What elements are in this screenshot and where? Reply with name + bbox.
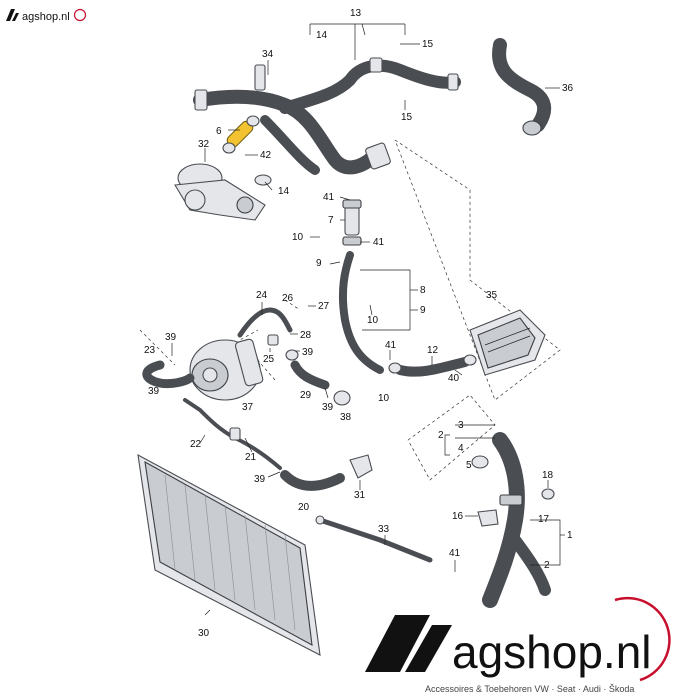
brand-mark-icon	[365, 615, 430, 672]
callout-7[interactable]: 7	[328, 215, 334, 226]
callout-15-top[interactable]: 15	[422, 39, 434, 50]
coolant-pipe-assembly[interactable]	[193, 57, 461, 175]
brand-logo-text: agshop.nl	[452, 626, 652, 678]
part-18[interactable]	[541, 488, 555, 500]
callout-17[interactable]: 17	[538, 514, 550, 525]
callout-38[interactable]: 38	[340, 412, 352, 423]
callout-24[interactable]: 24	[256, 290, 268, 301]
callout-9-a[interactable]: 9	[316, 258, 322, 269]
brand-tagline: Accessoires & Toebehoren VW · Seat · Aud…	[425, 684, 634, 694]
clip-16[interactable]	[477, 509, 499, 527]
oil-cooler-35[interactable]	[469, 309, 546, 376]
callout-41-d[interactable]: 41	[449, 548, 461, 559]
callout-31[interactable]: 31	[354, 490, 366, 501]
brand-swoosh-small-icon	[73, 8, 86, 22]
callout-39-c[interactable]: 39	[302, 347, 314, 358]
callout-10-b[interactable]: 10	[367, 315, 379, 326]
callout-25[interactable]: 25	[263, 354, 275, 365]
callout-40[interactable]: 40	[448, 373, 460, 384]
callout-33[interactable]: 33	[378, 524, 390, 535]
callout-32[interactable]: 32	[198, 139, 210, 150]
callout-22[interactable]: 22	[190, 439, 202, 450]
callout-10-c[interactable]: 10	[378, 393, 390, 404]
callout-14-lower[interactable]: 14	[278, 186, 290, 197]
callout-15-lower[interactable]: 15	[401, 112, 413, 123]
brand-swoosh-icon	[614, 596, 671, 682]
callout-26[interactable]: 26	[282, 293, 294, 304]
brand-mark-small-icon	[6, 9, 19, 21]
callout-37[interactable]: 37	[242, 402, 254, 413]
hose-23[interactable]	[142, 360, 195, 389]
callout-30[interactable]: 30	[198, 628, 210, 639]
hose-24-25[interactable]	[237, 307, 293, 346]
hose-36[interactable]	[492, 38, 552, 136]
pipe-21[interactable]	[183, 398, 282, 470]
callout-3[interactable]: 3	[458, 420, 464, 431]
part-31[interactable]	[349, 454, 373, 479]
callout-35[interactable]: 35	[486, 290, 498, 301]
callout-42[interactable]: 42	[260, 150, 272, 161]
small-logo-text: agshop.nl	[22, 11, 70, 23]
callout-13[interactable]: 13	[350, 8, 362, 19]
callout-34[interactable]: 34	[262, 49, 274, 60]
callout-28[interactable]: 28	[300, 330, 312, 341]
vertical-pipe-7[interactable]	[338, 199, 384, 374]
thermostat-housing-32[interactable]	[174, 163, 272, 221]
hose-12[interactable]	[388, 354, 477, 377]
callout-39-d[interactable]: 39	[322, 402, 334, 413]
hose-29[interactable]	[285, 349, 330, 390]
small-brand-logo[interactable]: agshop.nl	[6, 8, 87, 23]
callout-29[interactable]: 29	[300, 390, 312, 401]
callout-14-top[interactable]: 14	[316, 30, 328, 41]
callout-41-b[interactable]: 41	[373, 237, 385, 248]
pipe-33[interactable]	[315, 515, 433, 563]
callout-16[interactable]: 16	[452, 511, 464, 522]
brand-logo[interactable]: agshop.nl Accessoires & Toebehoren VW · …	[365, 596, 671, 694]
callout-23[interactable]: 23	[144, 345, 156, 356]
callout-9-b[interactable]: 9	[420, 305, 426, 316]
callout-10-a[interactable]: 10	[292, 232, 304, 243]
callout-39-e[interactable]: 39	[254, 474, 266, 485]
callout-6[interactable]: 6	[216, 126, 222, 137]
callout-8[interactable]: 8	[420, 285, 426, 296]
callout-39-a[interactable]: 39	[165, 332, 177, 343]
callout-36[interactable]: 36	[562, 83, 574, 94]
callout-5[interactable]: 5	[466, 460, 472, 471]
callout-12[interactable]: 12	[427, 345, 439, 356]
radiator-30[interactable]	[137, 453, 321, 656]
callout-2-upper[interactable]: 2	[438, 430, 444, 441]
callout-4[interactable]: 4	[458, 443, 464, 454]
part-38[interactable]	[333, 390, 351, 406]
hose-1[interactable]	[471, 432, 551, 608]
callout-18[interactable]: 18	[542, 470, 554, 481]
hose-20[interactable]	[280, 470, 345, 491]
leader-lines	[171, 23, 565, 616]
callout-2-lower[interactable]: 2	[544, 560, 550, 571]
callout-39-b[interactable]: 39	[148, 386, 160, 397]
hose-6-highlighted[interactable]	[222, 115, 260, 154]
callout-27[interactable]: 27	[318, 301, 330, 312]
callout-20[interactable]: 20	[298, 502, 310, 513]
callout-numbers: 13 14 15 15 34 36 6 42 32 14 41 7 10 41 …	[144, 8, 574, 639]
callout-41-c[interactable]: 41	[385, 340, 397, 351]
callout-41-a[interactable]: 41	[323, 192, 335, 203]
alternator-37[interactable]	[189, 338, 264, 401]
callout-1[interactable]: 1	[567, 530, 573, 541]
callout-21[interactable]: 21	[245, 452, 257, 463]
